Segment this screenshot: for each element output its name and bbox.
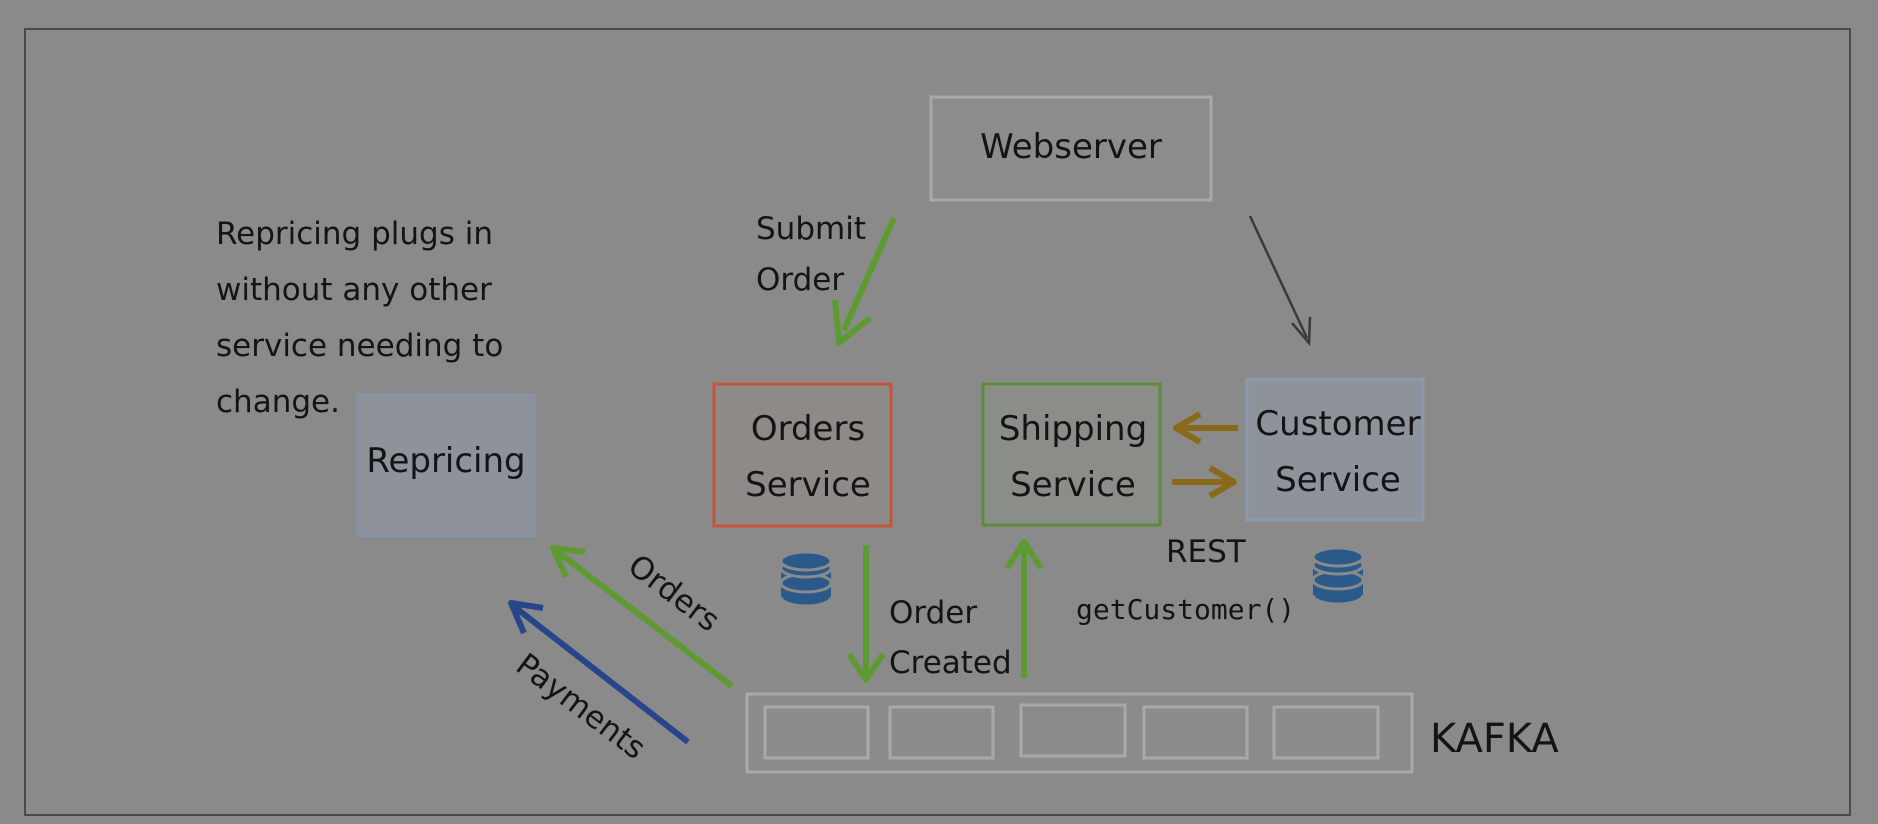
webserver-box: Webserver: [929, 95, 1213, 202]
repricing-label: Repricing: [366, 441, 525, 481]
get-customer-label: getCustomer(): [1076, 593, 1295, 626]
orders-database-icon: [779, 550, 833, 608]
customer-database-icon: [1311, 546, 1365, 606]
kafka-partition-4: [1142, 705, 1249, 760]
orders-service-box: Orders Service: [712, 382, 893, 528]
submit-order-label-2: Order: [756, 262, 844, 298]
submit-order-label-1: Submit: [756, 211, 866, 247]
shipping-service-box: Shipping Service: [981, 382, 1162, 527]
kafka-label: KAFKA: [1430, 716, 1559, 762]
order-created-label-1: Order: [889, 595, 977, 631]
submit-order-arrow: [832, 216, 897, 346]
repricing-box: Repricing: [356, 393, 536, 538]
kafka-partition-3: [1019, 703, 1127, 758]
webserver-to-customer-arrow: [1248, 215, 1312, 347]
note-line-3: service needing to: [216, 328, 503, 364]
orders-service-label-1: Orders: [751, 409, 865, 449]
rest-arrow-to-shipping: [1173, 411, 1238, 445]
kafka-to-shipping-arrow: [1004, 539, 1044, 678]
note-line-2: without any other: [216, 272, 492, 308]
note-line-1: Repricing plugs in: [216, 216, 493, 252]
orders-edge-label: Orders: [621, 548, 726, 639]
kafka-partition-1: [763, 705, 870, 760]
webserver-label: Webserver: [980, 127, 1162, 167]
order-created-arrow: [846, 545, 886, 683]
customer-service-label-2: Service: [1275, 460, 1401, 500]
customer-service-box: Customer Service: [1245, 377, 1425, 522]
note-line-4: change.: [216, 384, 340, 420]
order-created-label-2: Created: [889, 645, 1012, 681]
rest-label: REST: [1166, 534, 1247, 570]
kafka-partition-2: [888, 705, 995, 760]
orders-arrow: [550, 545, 734, 689]
repricing-note: Repricing plugs in without any other ser…: [216, 216, 503, 420]
payments-edge-label: Payments: [509, 647, 652, 767]
payments-arrow: [508, 600, 690, 745]
shipping-service-label-1: Shipping: [999, 409, 1147, 449]
kafka-partition-5: [1272, 705, 1380, 760]
shipping-service-label-2: Service: [1010, 465, 1136, 505]
customer-service-label-1: Customer: [1255, 404, 1420, 444]
orders-service-label-2: Service: [745, 465, 871, 505]
rest-arrow-to-customer: [1172, 465, 1237, 499]
kafka-log: [745, 692, 1414, 774]
